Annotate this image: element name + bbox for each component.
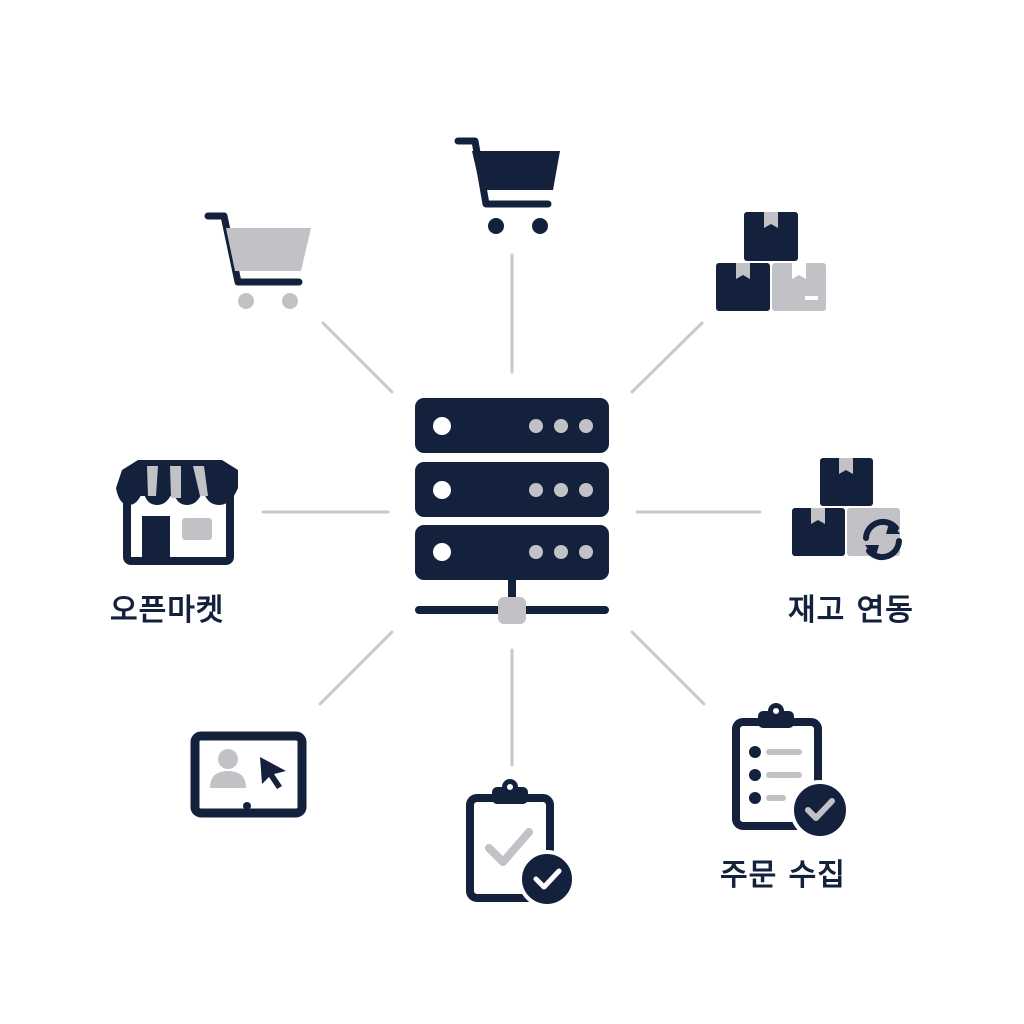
server-rack-icon	[415, 398, 609, 624]
connector-top-left	[321, 321, 394, 394]
boxes-icon	[716, 212, 826, 311]
monitor-user-cursor-icon	[190, 731, 307, 818]
connector-bottom-left	[318, 630, 394, 706]
connector-top-right	[630, 321, 704, 394]
storefront-icon	[116, 460, 238, 565]
connector-lines	[261, 253, 762, 767]
clipboard-list-check-icon	[732, 703, 850, 840]
clipboard-check-icon	[466, 779, 576, 908]
label-inventory-sync: 재고 연동	[788, 593, 914, 628]
connector-bottom-right	[630, 630, 706, 706]
shopping-cart-gray-icon	[204, 212, 311, 309]
shopping-cart-icon	[454, 137, 560, 234]
label-open-market: 오픈마켓	[110, 593, 225, 628]
boxes-sync-icon	[792, 458, 902, 561]
label-order-collect: 주문 수집	[720, 858, 846, 893]
